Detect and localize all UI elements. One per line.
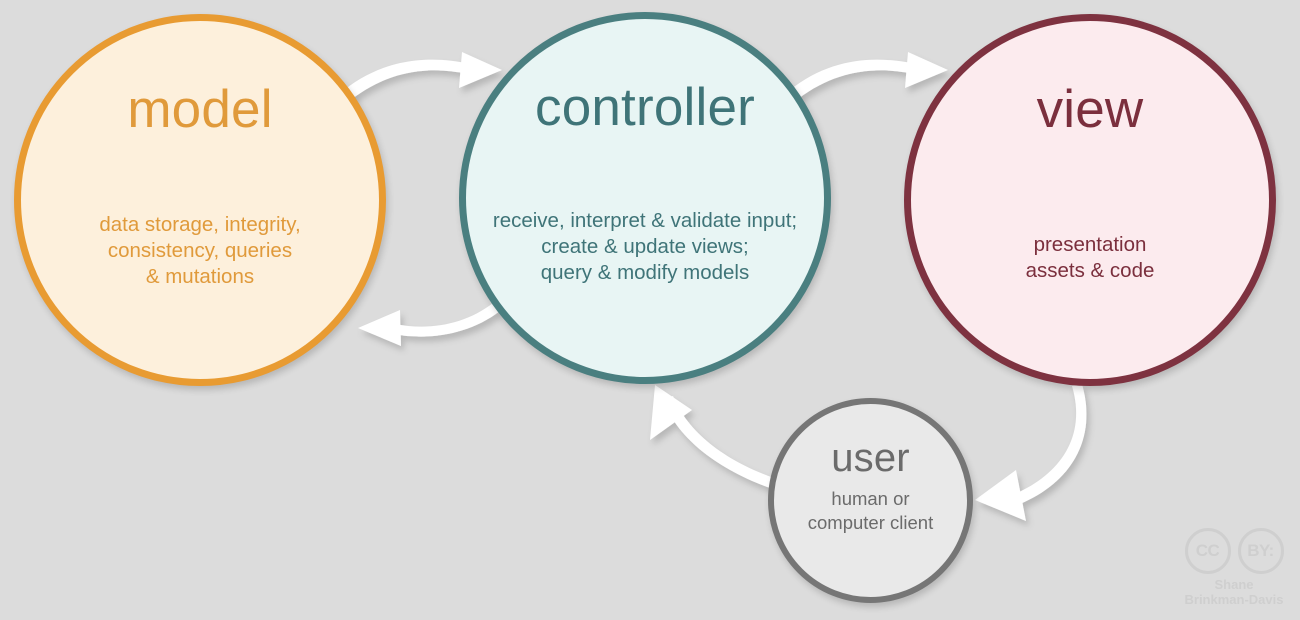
creative-commons-badge: CC BY: Shane Brinkman-Davis: [1178, 528, 1290, 608]
node-controller-description: receive, interpret & validate input; cre…: [492, 209, 798, 285]
node-user-title: user: [831, 436, 910, 480]
arrow-controller-to-view: [790, 52, 948, 99]
node-model-description: data storage, integrity, consistency, qu…: [99, 213, 301, 289]
node-controller-title: controller: [535, 78, 755, 137]
node-user-description: human or computer client: [807, 488, 934, 533]
license-marks: CC BY:: [1184, 528, 1284, 574]
arrow-user-to-controller: [650, 385, 774, 488]
arrow-controller-to-model: [358, 303, 500, 346]
author-attribution: Shane Brinkman-Davis: [1184, 577, 1284, 607]
arrow-model-to-controller: [344, 52, 502, 99]
node-view[interactable]: view presentation assets & code: [904, 14, 1276, 386]
node-model-title: model: [127, 80, 273, 139]
node-controller[interactable]: controller receive, interpret & validate…: [459, 12, 831, 384]
arrow-view-to-user: [975, 384, 1087, 521]
node-user[interactable]: user human or computer client: [768, 398, 973, 603]
node-model[interactable]: model data storage, integrity, consisten…: [14, 14, 386, 386]
cc-icon: CC: [1184, 528, 1231, 574]
node-view-description: presentation assets & code: [1025, 233, 1155, 283]
by-icon: BY:: [1237, 528, 1284, 574]
node-view-title: view: [1036, 80, 1144, 139]
